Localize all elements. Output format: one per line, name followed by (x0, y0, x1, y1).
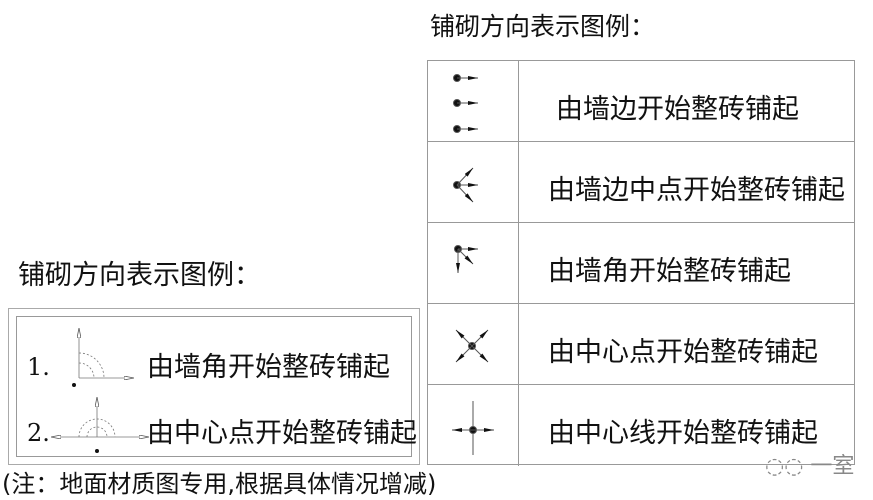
item-number: 2. (27, 419, 50, 447)
watermark: ◌◌ 一室 (765, 448, 854, 480)
left-legend-box: 1. 由墙角开始整砖铺起 2. 由中心点开始整砖铺起 (8, 308, 420, 465)
legend-label: 由墙角开始整砖铺起 (147, 352, 390, 383)
legend-label: 由墙边中点开始整砖铺起 (548, 175, 845, 206)
left-legend-title: 铺砌方向表示图例： (18, 260, 261, 291)
legend-label: 由中心线开始整砖铺起 (548, 418, 818, 449)
legend-row: 由中心点开始整砖铺起 (428, 304, 854, 385)
three-dots-arrows-right-icon (428, 61, 519, 141)
watermark-text: 一室 (810, 454, 855, 479)
center-angle-arrows-icon (51, 397, 149, 453)
wechat-icon: ◌◌ (765, 454, 804, 479)
center-dot-diagonal-arrows-icon (428, 304, 519, 384)
legend-label: 由中心点开始整砖铺起 (548, 337, 818, 368)
legend-label: 由墙边开始整砖铺起 (556, 94, 799, 125)
item-number: 1. (27, 353, 50, 381)
legend-label: 由中心点开始整砖铺起 (147, 418, 417, 449)
corner-angle-arrows-icon (72, 328, 134, 387)
legend-row: 由墙边中点开始整砖铺起 (428, 142, 854, 223)
legend-row: 由中心线开始整砖铺起 (428, 385, 854, 466)
right-legend-table: 由墙边开始整砖铺起 由墙边中点开始整砖铺起 由墙角开始整砖铺起 (427, 60, 855, 466)
note: (注：地面材质图专用,根据具体情况增减) (2, 470, 437, 498)
legend-row: 由墙角开始整砖铺起 (428, 223, 854, 304)
legend-row: 由墙边开始整砖铺起 (428, 61, 854, 142)
dot-fan-arrows-icon (428, 142, 519, 222)
legend-label: 由墙角开始整砖铺起 (548, 256, 791, 287)
right-legend-title: 铺砌方向表示图例： (430, 12, 656, 41)
corner-dot-arrows-icon (428, 223, 519, 303)
center-line-cross-arrows-icon (428, 385, 519, 466)
